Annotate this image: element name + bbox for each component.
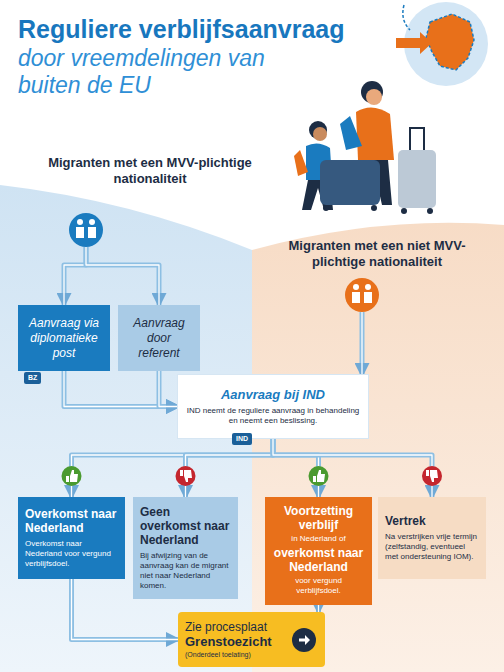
person-icon-blue	[69, 213, 103, 247]
outcome-box: Voortzetting verblijf in Nederland of over…	[265, 497, 372, 605]
node-text: Aanvraag via diplomatieke post	[25, 316, 103, 361]
connector-core	[186, 438, 274, 497]
connector-core	[86, 247, 159, 305]
connector-line	[159, 371, 178, 407]
arrow-icon	[292, 628, 316, 652]
connector-core	[318, 605, 319, 612]
connector-line	[72, 438, 274, 497]
node-text: Overkomst naar Nederland voor vergund ve…	[25, 539, 118, 569]
badge: BZ	[24, 372, 41, 384]
node-text: Geen overkomst naar Nederland	[140, 505, 231, 547]
connector	[273, 438, 432, 497]
connector-line	[186, 438, 274, 497]
connector	[64, 247, 86, 305]
connector-core	[64, 371, 178, 407]
connector	[362, 312, 363, 375]
suitcases	[320, 128, 436, 214]
node-text: in Nederland of	[272, 534, 365, 544]
node-text: Aanvraag door referent	[125, 316, 193, 361]
node-text: IND neemt de reguliere aanvraag in behan…	[185, 406, 361, 426]
map-netherlands	[426, 14, 474, 70]
thumb-up-icon	[62, 466, 82, 486]
connector-core	[273, 438, 432, 497]
thumb-down-icon	[422, 466, 442, 486]
node-text: Aanvraag bij IND	[185, 387, 361, 403]
connector-core	[273, 438, 319, 497]
node-text: Bij afwijzing van de aanvraag kan de mig…	[140, 551, 231, 591]
node-text: Overkomst naar Nederland	[25, 507, 118, 535]
process-box: Aanvraag door referent	[118, 305, 200, 371]
connector-line	[316, 605, 321, 612]
connector	[318, 605, 319, 612]
connector-core	[64, 247, 86, 305]
connector	[86, 247, 159, 305]
connector	[64, 371, 178, 407]
badge: IND	[232, 433, 252, 445]
thumb-up-icon	[309, 466, 329, 486]
connector-core	[159, 371, 178, 407]
node-text: Zie procesplaat	[185, 620, 285, 634]
connector-line	[86, 247, 159, 305]
person-icon-orange	[345, 278, 379, 312]
node-text: Na verstrijken vrije termijn (zelfstandi…	[385, 532, 479, 562]
node-text: overkomst naar Nederland	[272, 546, 365, 574]
decision-box: Aanvraag bij IND IND neemt de reguliere a…	[178, 375, 368, 438]
node-text: Grenstoezicht	[185, 634, 285, 650]
connector-line	[273, 438, 319, 497]
group-heading: Migranten met een MVV-plichtige national…	[40, 155, 260, 247]
connector-core	[361, 312, 362, 375]
node-text: Migranten met een MVV-plichtige national…	[40, 155, 260, 187]
node-text: (Onderdeel toelating)	[185, 650, 285, 659]
connector	[186, 438, 274, 497]
node-text: Voortzetting verblijf	[272, 504, 365, 532]
subtitle: door vreemdelingen van buiten de EU	[18, 45, 286, 99]
node-text: Migranten met een niet MVV-plichtige nat…	[262, 238, 492, 270]
thumb-down-icon	[176, 466, 196, 486]
connector-line	[64, 371, 178, 407]
node-text: Vertrek	[385, 514, 479, 528]
connector	[159, 371, 178, 407]
connector	[72, 438, 274, 497]
outcome-box: Geen overkomst naar NederlandBij afwijzi…	[133, 497, 238, 599]
process-box: Aanvraag via diplomatieke post	[18, 305, 110, 371]
connector-line	[64, 247, 86, 305]
outcome-box: Vertrek Na verstrijken vrije termijn (zel…	[378, 497, 486, 579]
route-dash	[403, 5, 410, 30]
connector-line	[273, 438, 432, 497]
outcome-box: Overkomst naar NederlandOverkomst naar N…	[18, 497, 125, 579]
map-arrow	[396, 32, 432, 54]
connector-core	[72, 438, 274, 497]
reference-box: Zie procesplaatGrenstoezicht(Onderdeel t…	[178, 612, 325, 667]
connector	[273, 438, 319, 497]
peach-region	[252, 223, 504, 672]
title: Reguliere verblijfsaanvraag	[18, 14, 345, 44]
connector-line	[360, 312, 365, 375]
node-text: voor vergund verblijfsdoel.	[272, 576, 365, 596]
group-heading: Migranten met een niet MVV-plichtige nat…	[262, 238, 492, 312]
